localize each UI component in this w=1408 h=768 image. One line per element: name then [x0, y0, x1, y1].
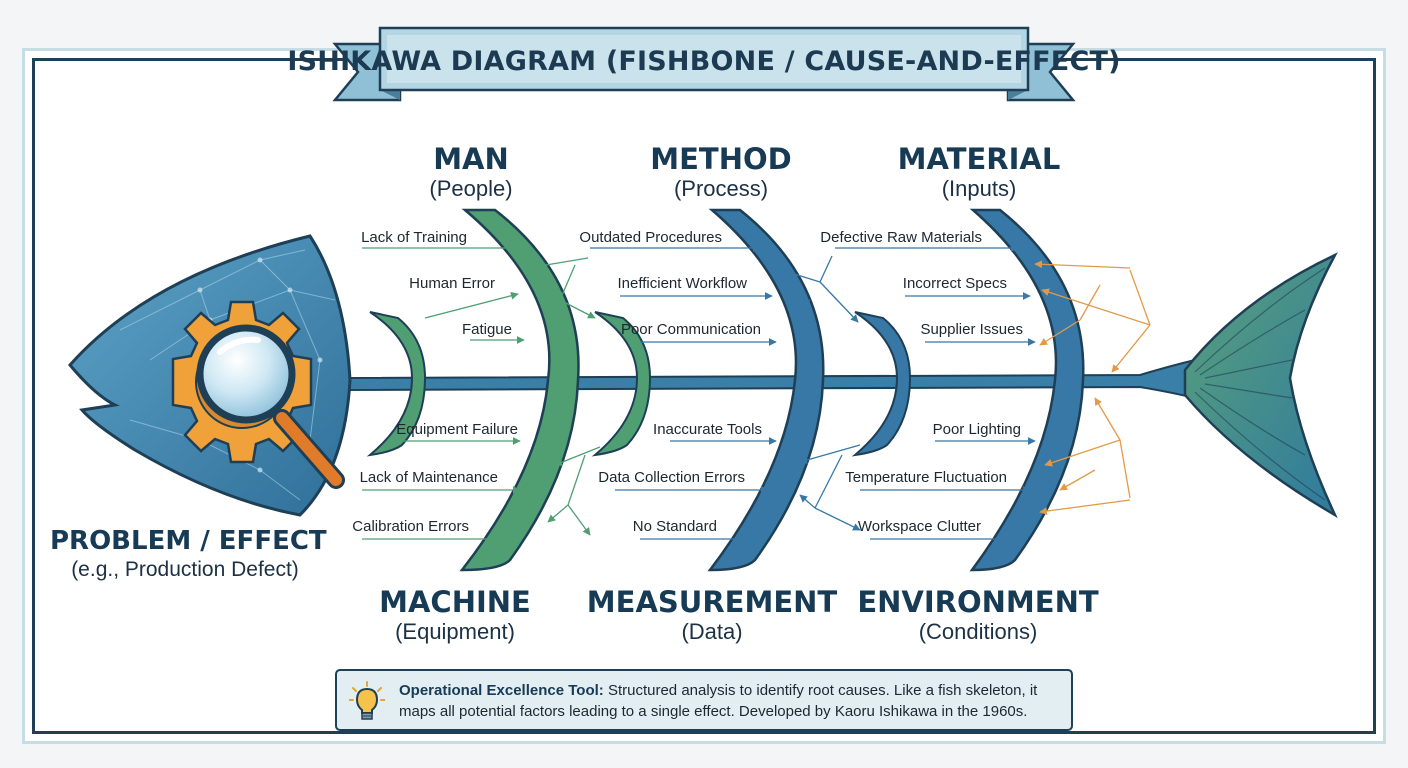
bone-material-environment — [851, 208, 1085, 572]
problem-title: PROBLEM / EFFECT — [50, 526, 327, 556]
cause-label: Incorrect Specs — [902, 275, 1007, 292]
arrow-man-2 — [424, 291, 519, 319]
cause-label: Supplier Issues — [920, 321, 1023, 338]
cause-label: Workspace Clutter — [857, 518, 981, 535]
cause-label: Calibration Errors — [352, 518, 469, 535]
category-environment-name: ENVIRONMENT — [857, 585, 1099, 619]
cause-label: Defective Raw Materials — [820, 229, 982, 246]
lightbulb-icon — [349, 681, 385, 720]
note-text: Operational Excellence Tool: Structured … — [399, 680, 1059, 722]
category-measurement: MEASUREMENT (Data) — [582, 586, 842, 646]
category-measurement-sub: (Data) — [681, 619, 743, 644]
cause-label: Data Collection Errors — [598, 469, 745, 486]
cause-label: No Standard — [632, 518, 717, 535]
cause-label: Inefficient Workflow — [617, 275, 748, 292]
category-machine: MACHINE (Equipment) — [325, 586, 585, 646]
cause-label: Human Error — [409, 275, 495, 292]
category-machine-name: MACHINE — [379, 585, 531, 619]
category-method-name: METHOD — [650, 142, 792, 176]
category-material-sub: (Inputs) — [941, 176, 1017, 201]
note-label: Operational Excellence Tool: — [399, 682, 604, 699]
category-man-sub: (People) — [429, 176, 513, 201]
fish-tail — [1183, 252, 1338, 519]
category-man-name: MAN — [433, 142, 509, 176]
cause-label: Poor Lighting — [932, 421, 1021, 438]
category-man: MAN (People) — [341, 143, 601, 203]
problem-effect: PROBLEM / EFFECT (e.g., Production Defec… — [50, 526, 327, 582]
cause-label: Equipment Failure — [396, 421, 518, 438]
note-body: Structured analysis to identify root cau… — [399, 682, 1038, 720]
category-measurement-name: MEASUREMENT — [586, 585, 838, 619]
cause-label: Outdated Procedures — [579, 229, 722, 246]
bone-man-machine — [366, 208, 580, 572]
category-environment-sub: (Conditions) — [918, 619, 1038, 644]
cause-label: Temperature Fluctuation — [845, 469, 1007, 486]
bone-method-measurement — [591, 208, 825, 572]
problem-subtitle: (e.g., Production Defect) — [71, 558, 299, 581]
category-environment: ENVIRONMENT (Conditions) — [848, 586, 1108, 646]
cause-label: Poor Communication — [620, 321, 761, 338]
diagram-title: ISHIKAWA DIAGRAM (FISHBONE / CAUSE-AND-E… — [287, 45, 1121, 77]
cause-label: Lack of Maintenance — [359, 469, 498, 486]
magnifier-icon — [196, 324, 345, 489]
category-material-name: MATERIAL — [897, 142, 1061, 176]
cause-label: Lack of Training — [361, 229, 467, 246]
cause-label: Fatigue — [461, 321, 512, 338]
category-machine-sub: (Equipment) — [395, 619, 515, 644]
category-method-sub: (Process) — [673, 176, 769, 201]
category-material: MATERIAL (Inputs) — [849, 143, 1109, 203]
cause-label: Inaccurate Tools — [653, 421, 762, 438]
info-note: Operational Excellence Tool: Structured … — [335, 669, 1073, 731]
category-method: METHOD (Process) — [591, 143, 851, 203]
title-ribbon — [332, 26, 1076, 102]
